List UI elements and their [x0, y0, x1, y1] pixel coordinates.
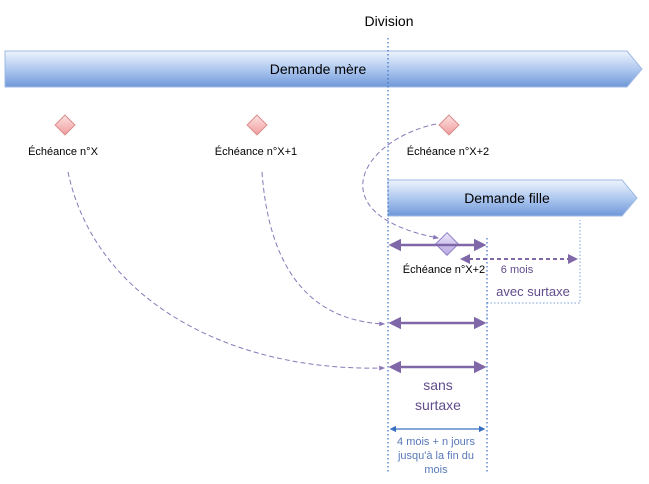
- parent-request-bar: [4, 50, 643, 88]
- child-milestone-label: Échéance n°X+2: [403, 263, 485, 276]
- child-request-label: Demande fille: [464, 190, 550, 206]
- six-month-label: 6 mois: [501, 264, 534, 276]
- parent-request-label: Demande mère: [270, 61, 367, 77]
- no-surcharge-line2: surtaxe: [415, 397, 461, 413]
- milestone-x2-label: Échéance n°X+2: [407, 145, 489, 158]
- surcharge-box: [487, 220, 581, 304]
- mapping-arrow-x2: [362, 123, 440, 240]
- division-title: Division: [364, 13, 413, 29]
- mapping-arrow-x1: [261, 171, 386, 327]
- interval-note-line1: 4 mois + n jours: [397, 436, 475, 448]
- interval-note-line2: jusqu'à la fin du: [397, 450, 474, 462]
- interval-note-line3: mois: [424, 464, 448, 476]
- milestone-x1-label: Échéance n°X+1: [215, 145, 297, 158]
- surcharge-label: avec surtaxe: [496, 284, 570, 299]
- milestone-x-diamond: [54, 114, 76, 136]
- milestone-x1-diamond: [246, 114, 268, 136]
- milestone-x2-diamond: [438, 114, 460, 136]
- no-surcharge-line1: sans: [423, 377, 453, 393]
- mapping-arrow-x: [67, 171, 386, 371]
- milestone-x-label: Échéance n°X: [28, 145, 98, 158]
